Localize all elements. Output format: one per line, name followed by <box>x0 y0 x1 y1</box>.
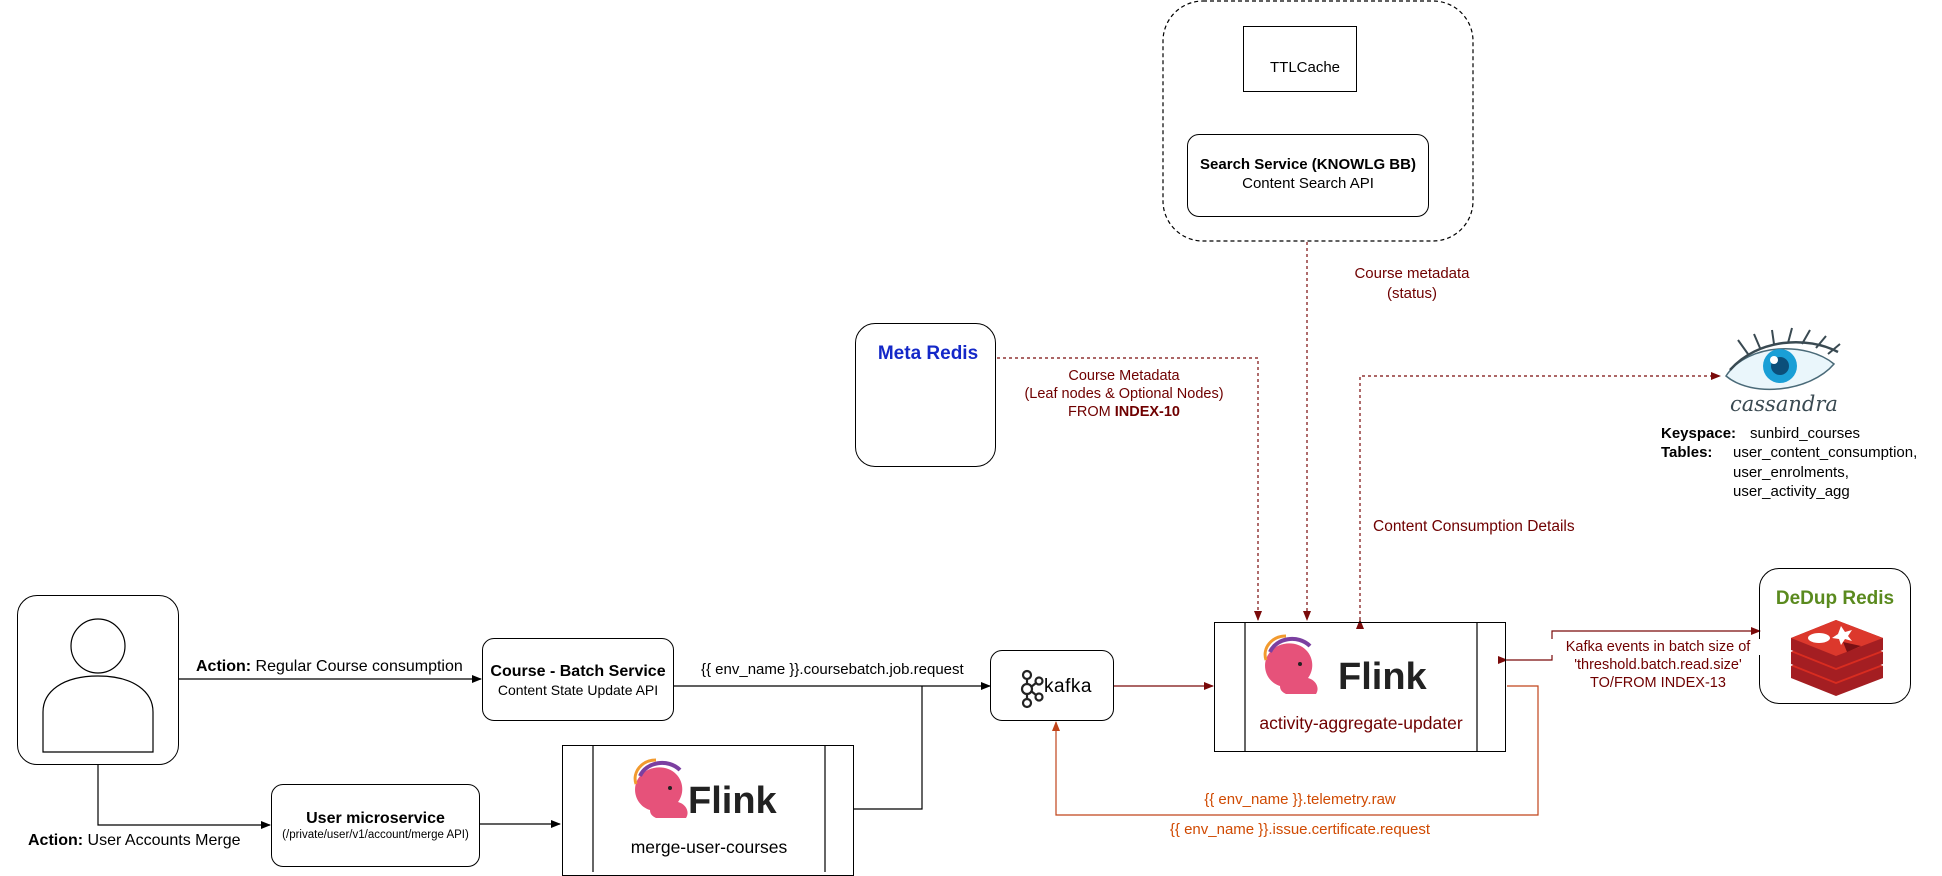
user-icon <box>42 618 154 753</box>
action-merge-label: Action: User Accounts Merge <box>28 832 241 850</box>
cassandra-logo-text: cassandra <box>1730 392 1838 416</box>
dedup-redis-title: DeDup Redis <box>1775 588 1895 609</box>
merge-user-courses-label: merge-user-courses <box>630 837 788 857</box>
arrow-merge-to-kafka <box>853 686 923 810</box>
search-service-group <box>1162 0 1474 242</box>
flink-squirrel-icon <box>1263 634 1318 694</box>
kafka-events-line3: TO/FROM INDEX-13 <box>1590 675 1726 691</box>
cassandra-eye-logo <box>1725 327 1841 391</box>
action-regular-label: Action: Regular Course consumption <box>196 658 463 676</box>
kafka-events-line1: Kafka events in batch size of <box>1550 639 1766 655</box>
search-service-box <box>1187 134 1429 217</box>
kafka-label: kafka <box>1044 676 1092 697</box>
course-batch-service-title: Course - Batch Service <box>490 663 666 680</box>
course-metadata-from: FROM <box>1068 404 1115 420</box>
content-consumption-label: Content Consumption Details <box>1373 518 1575 535</box>
kafka-events-line2: 'threshold.batch.read.size' <box>1574 657 1742 673</box>
user-actor-box <box>17 595 179 765</box>
course-metadata-status-line1: Course metadata <box>1354 265 1470 282</box>
course-metadata-status-line2: (status) <box>1386 285 1437 302</box>
meta-redis-box <box>855 323 996 467</box>
kafka-box <box>990 650 1114 721</box>
cassandra-table-item: user_activity_agg <box>1733 483 1850 500</box>
dedup-redis-logo <box>1791 620 1883 696</box>
kafka-icon <box>1020 669 1044 709</box>
action-merge-bold: Action: <box>28 832 84 849</box>
search-service-subtitle: Content Search API <box>1242 175 1374 192</box>
course-batch-service-box <box>482 638 674 721</box>
activity-aggregate-updater-box <box>1214 622 1506 752</box>
flink-squirrel-icon-merge <box>633 758 688 818</box>
arrow-meta-redis-to-updater <box>997 357 1262 621</box>
course-metadata-index: INDEX-10 <box>1114 404 1180 420</box>
arrow-updater-to-kafka <box>1052 685 1539 816</box>
cassandra-table-item: user_enrolments, <box>1733 464 1849 481</box>
course-metadata-line1: Course Metadata <box>1068 368 1180 384</box>
user-microservice-subtitle: (/private/user/v1/account/merge API) <box>282 829 469 841</box>
activity-aggregate-updater-label: activity-aggregate-updater <box>1259 713 1463 733</box>
course-metadata-line3: FROM INDEX-10 <box>1004 404 1244 420</box>
ttl-cache-box <box>1243 26 1357 92</box>
arrow-user-to-user-microservice <box>97 765 271 829</box>
course-metadata-line2: (Leaf nodes & Optional Nodes) <box>1024 386 1224 402</box>
user-microservice-title: User microservice <box>306 810 445 827</box>
user-microservice-box <box>271 784 480 867</box>
certificate-topic-label: {{ env_name }}.issue.certificate.request <box>1169 821 1431 838</box>
ttl-cache-label: TTLCache <box>1270 59 1341 76</box>
telemetry-topic-label: {{ env_name }}.telemetry.raw <box>1204 791 1396 808</box>
cassandra-keyspace-label: Keyspace: <box>1661 425 1737 442</box>
updater-flink-logo-text: Flink <box>1338 656 1427 698</box>
merge-flink-logo-text: Flink <box>688 780 777 822</box>
coursebatch-topic-label: {{ env_name }}.coursebatch.job.request <box>701 661 964 678</box>
cassandra-keyspace-value: sunbird_courses <box>1750 425 1861 442</box>
cassandra-table-item: user_content_consumption, <box>1733 444 1918 461</box>
search-service-title: Search Service (KNOWLG BB) <box>1200 156 1416 173</box>
arrow-cassandra-updater <box>1356 372 1721 629</box>
action-regular-bold: Action: <box>196 658 252 675</box>
dedup-redis-box <box>1759 568 1911 704</box>
cassandra-tables-label: Tables: <box>1661 444 1713 461</box>
meta-redis-title: Meta Redis <box>877 343 979 364</box>
action-regular-text: Regular Course consumption <box>251 658 463 675</box>
course-batch-service-subtitle: Content State Update API <box>497 682 659 698</box>
action-merge-text: User Accounts Merge <box>83 832 241 849</box>
